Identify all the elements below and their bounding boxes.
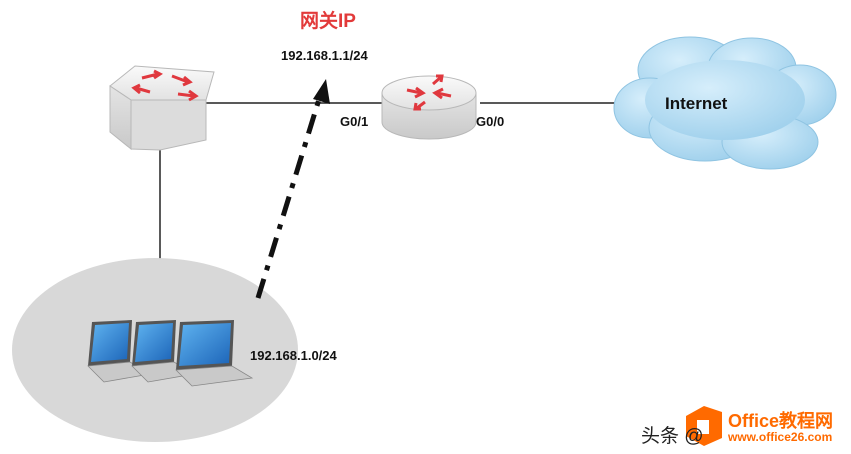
- router-port-right-label: G0/0: [476, 114, 505, 129]
- gateway-title: 网关IP: [300, 11, 356, 32]
- gateway-arrow: [255, 79, 330, 299]
- watermark-brand: Office教程网: [728, 411, 834, 431]
- switch-icon: [109, 65, 215, 151]
- router-port-left-label: G0/1: [340, 114, 369, 129]
- internet-label: Internet: [665, 94, 728, 113]
- internet-cloud-icon: [613, 36, 837, 170]
- laptop-icon: [87, 320, 152, 383]
- lan-subnet-label: 192.168.1.0/24: [250, 348, 337, 363]
- watermark-prefix: 头条 @: [641, 426, 704, 447]
- router-icon: [381, 74, 477, 140]
- gateway-ip-label: 192.168.1.1/24: [281, 48, 368, 63]
- office-logo-icon: [686, 406, 722, 446]
- laptop-icon: [175, 320, 254, 387]
- watermark-url: www.office26.com: [728, 430, 833, 444]
